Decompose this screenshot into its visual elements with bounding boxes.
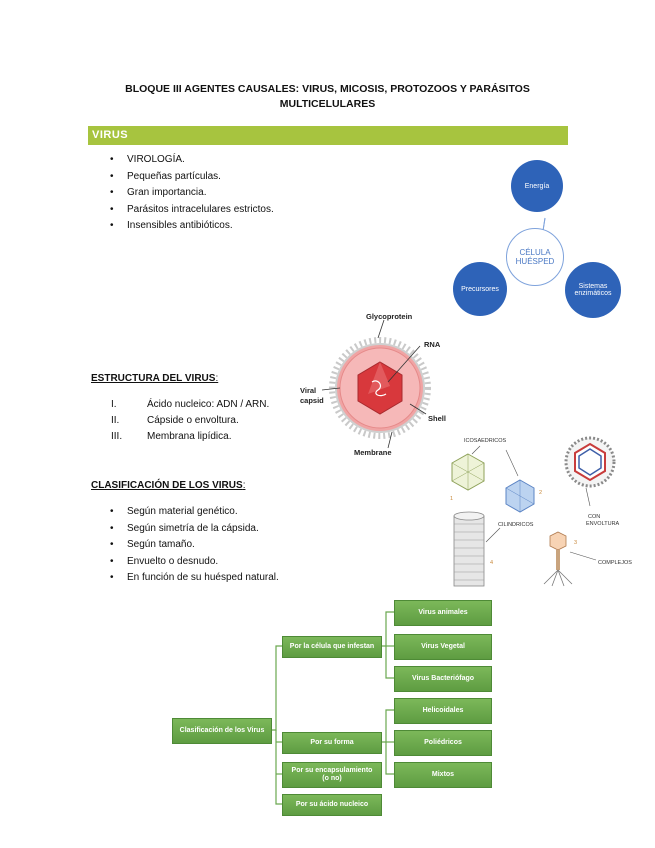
host-cell-center-circle: CÉLULA HUÉSPED	[506, 228, 564, 286]
list-item: I.Ácido nucleico: ADN / ARN.	[111, 399, 270, 410]
list-item: Envuelto o desnudo.	[106, 554, 366, 571]
tree-leaf-polyhedral-box: Poliédricos	[394, 730, 492, 756]
host-cell-diagram: Energía CÉLULA HUÉSPED Precursores Siste…	[445, 150, 645, 320]
list-item: VIROLOGÍA.	[106, 152, 366, 169]
complejos-label: COMPLEJOS	[598, 560, 632, 566]
section-label: VIRUS	[92, 129, 129, 141]
precursors-circle: Precursores	[453, 262, 507, 316]
shape-number-2: 2	[539, 490, 543, 496]
list-item: III.Membrana lipídica.	[111, 431, 232, 442]
tree-leaf-helicoidal-box: Helicoidales	[394, 698, 492, 724]
tree-root-box: Clasificación de los Virus	[172, 718, 272, 744]
list-item: Gran importancia.	[106, 185, 366, 202]
clasificacion-heading: CLASIFICACIÓN DE LOS VIRUS:	[91, 480, 246, 491]
shell-label: Shell	[428, 414, 446, 423]
list-item: Según simetría de la cápsida.	[106, 521, 366, 538]
cilindricos-label: CILINDRICOS	[498, 522, 534, 528]
membrane-label: Membrane	[354, 448, 392, 457]
list-item: Insensibles antibióticos.	[106, 218, 366, 235]
viral-label: Viral	[300, 386, 317, 395]
list-item: Pequeñas partículas.	[106, 169, 366, 186]
section-header-bar: VIRUS	[88, 126, 568, 145]
estructura-heading: ESTRUCTURA DEL VIRUS:	[91, 373, 219, 384]
intro-bullet-list: VIROLOGÍA. Pequeñas partículas. Gran imp…	[106, 152, 366, 235]
icosaedricos-label: ICOSAEDRICOS	[464, 438, 507, 444]
capsid-label: capsid	[300, 396, 324, 405]
virus-structure-drawing	[321, 319, 431, 449]
shape-number-4: 4	[490, 560, 494, 566]
enzyme-systems-circle: Sistemas enzimáticos	[565, 262, 621, 318]
document-title: BLOQUE III AGENTES CAUSALES: VIRUS, MICO…	[125, 83, 530, 110]
list-item: Según material genético.	[106, 504, 366, 521]
virus-structure-figure: Glycoprotein RNA Viral capsid Shell Memb…	[292, 308, 446, 463]
list-item: En función de su huésped natural.	[106, 570, 366, 587]
tree-branch-shape-box: Por su forma	[282, 732, 382, 754]
con-label: CON	[588, 514, 601, 520]
clasificacion-bullet-list: Según material genético. Según simetría …	[106, 504, 366, 587]
list-item: Según tamaño.	[106, 537, 366, 554]
rna-label: RNA	[424, 340, 441, 349]
virus-shapes-drawing	[451, 436, 616, 587]
list-item: Parásitos intracelulares estrictos.	[106, 202, 366, 219]
list-item: II.Cápside o envoltura.	[111, 415, 239, 426]
tree-connectors	[270, 611, 394, 805]
tree-leaf-animal-box: Virus animales	[394, 600, 492, 626]
tree-leaf-mixed-box: Mixtos	[394, 762, 492, 788]
estructura-list: I.Ácido nucleico: ADN / ARN. II.Cápside …	[111, 397, 311, 445]
tree-branch-cell-box: Por la célula que infestan	[282, 636, 382, 658]
envoltura-label: ENVOLTURA	[586, 521, 620, 527]
classification-tree: Clasificación de los Virus Por la célula…	[170, 598, 500, 820]
virus-shapes-figure: ICOSAEDRICOS CILINDRICOS CON ENVOLTURA C…	[440, 432, 635, 592]
shape-number-3: 3	[574, 540, 578, 546]
tree-branch-encapsulation-box: Por su encapsulamiento (o no)	[282, 762, 382, 788]
glycoprotein-label: Glycoprotein	[366, 312, 413, 321]
energy-circle: Energía	[511, 160, 563, 212]
tree-leaf-bacteriophage-box: Virus Bacteriófago	[394, 666, 492, 692]
shape-number-1: 1	[450, 496, 454, 502]
tree-leaf-vegetal-box: Virus Vegetal	[394, 634, 492, 660]
tree-branch-nucleic-box: Por su ácido nucleico	[282, 794, 382, 816]
